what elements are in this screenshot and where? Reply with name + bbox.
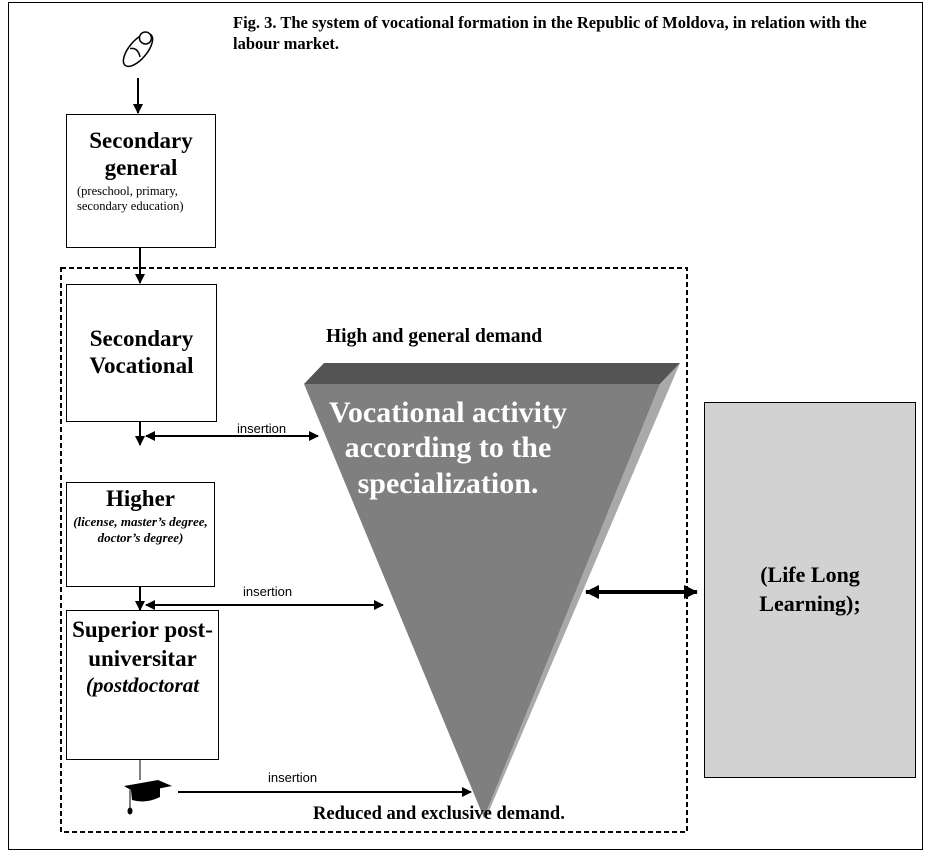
graduation-cap-icon — [124, 780, 172, 815]
figure-frame — [8, 2, 923, 850]
node-title: Secondary general — [89, 128, 193, 181]
node-title: Higher — [106, 486, 175, 511]
node-superior: Superior post-universitar (postdoctorat — [66, 610, 219, 760]
node-higher: Higher (license, master’s degree, doctor… — [66, 482, 215, 587]
node-vocational-activity: Vocational activity according to the spe… — [328, 396, 568, 500]
node-subtitle: (license, master’s degree, doctor’s degr… — [73, 514, 208, 545]
node-title: (Life Long Learning); — [759, 562, 861, 616]
label-reduced-demand: Reduced and exclusive demand. — [313, 804, 565, 824]
node-subtitle: (postdoctorat — [85, 672, 200, 697]
edge-label-insertion-2: insertion — [243, 584, 293, 599]
triangle-top-face — [304, 363, 680, 384]
node-secondary-vocational: Secondary Vocational — [66, 284, 217, 422]
node-title: Secondary Vocational — [89, 326, 194, 379]
node-life-long-learning: (Life Long Learning); — [704, 402, 916, 778]
node-secondary-general: Secondary general (preschool, primary, s… — [66, 114, 216, 248]
figure-title: Fig. 3. The system of vocational formati… — [233, 13, 867, 54]
infant-icon — [122, 31, 154, 68]
edge-label-insertion-3: insertion — [268, 770, 318, 785]
node-subtitle: (preschool, primary, secondary education… — [77, 184, 184, 214]
vocational-system-container — [60, 267, 688, 833]
node-title: Superior post-universitar — [72, 617, 213, 671]
triangle-front-face — [304, 384, 660, 818]
label-high-demand: High and general demand — [326, 326, 543, 347]
edge-label-insertion-1: insertion — [237, 421, 287, 436]
triangle-side-face — [484, 363, 680, 818]
